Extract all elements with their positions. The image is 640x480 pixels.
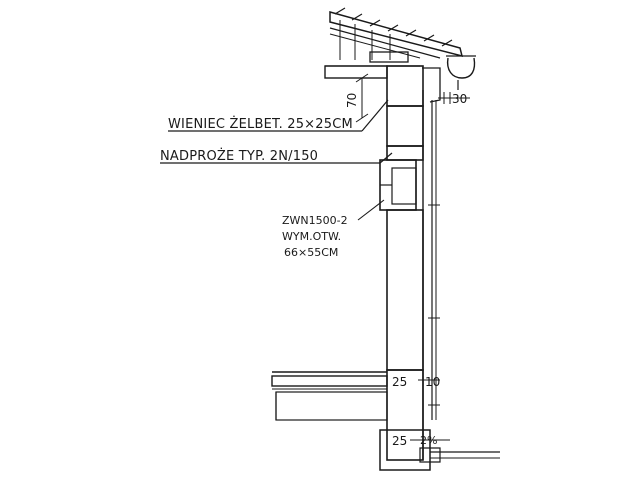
- dimension-slope: 2%: [420, 434, 437, 447]
- external-wall: [379, 65, 440, 461]
- leader-wieniec: [168, 99, 389, 132]
- dimension-10: 10: [418, 375, 440, 389]
- label-nadproze: NADPROŻE TYP. 2N/150: [160, 148, 318, 164]
- floor-slab: [271, 371, 388, 421]
- dim-25-lower-label: 25: [392, 434, 407, 448]
- dim-30-label: 30: [452, 92, 467, 106]
- leader-nadproze: [160, 152, 393, 164]
- foundation: [379, 429, 500, 471]
- label-zwn-size: 66×55CM: [284, 246, 338, 259]
- dim-70-label: 70: [345, 93, 359, 108]
- dimension-25-upper: 25: [392, 375, 407, 389]
- dimension-70: 70: [345, 73, 369, 123]
- dim-slope-label: 2%: [420, 434, 437, 447]
- dimension-30: 30: [438, 92, 470, 106]
- dim-10-label: 10: [425, 375, 440, 389]
- label-zwn-code: ZWN1500-2: [282, 214, 348, 227]
- leader-zwn: [357, 199, 385, 221]
- dimension-25-lower: 25: [392, 434, 407, 448]
- roof: [325, 7, 464, 67]
- dim-25-upper-label: 25: [392, 375, 407, 389]
- ceiling-slab: [324, 65, 388, 79]
- label-zwn-opening: WYM.OTW.: [282, 230, 341, 243]
- label-wieniec: WIENIEC ŻELBET. 25×25CM: [168, 116, 353, 132]
- gutter: [422, 55, 476, 103]
